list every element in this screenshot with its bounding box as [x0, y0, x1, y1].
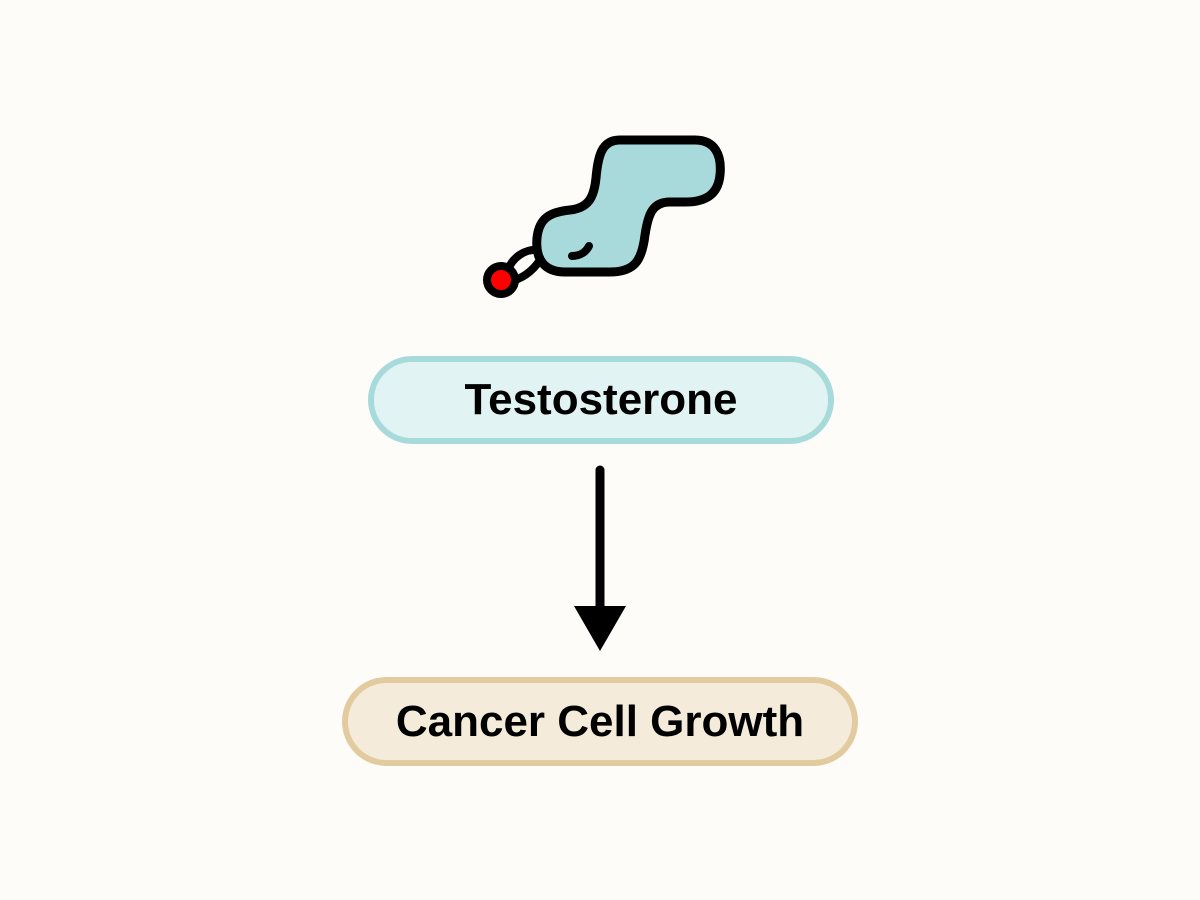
node-testosterone-label: Testosterone	[464, 375, 738, 424]
arrow-testosterone-to-growth	[560, 460, 640, 660]
molecule-red-dot	[483, 262, 519, 298]
node-testosterone: Testosterone	[368, 356, 834, 444]
node-cancer-cell-growth-label: Cancer Cell Growth	[395, 696, 805, 746]
molecule-mark	[568, 242, 593, 260]
arrow-head	[574, 606, 626, 651]
hormone-molecule-icon	[470, 120, 740, 310]
node-cancer-cell-growth: Cancer Cell Growth	[342, 677, 858, 766]
molecule-body	[532, 135, 725, 277]
